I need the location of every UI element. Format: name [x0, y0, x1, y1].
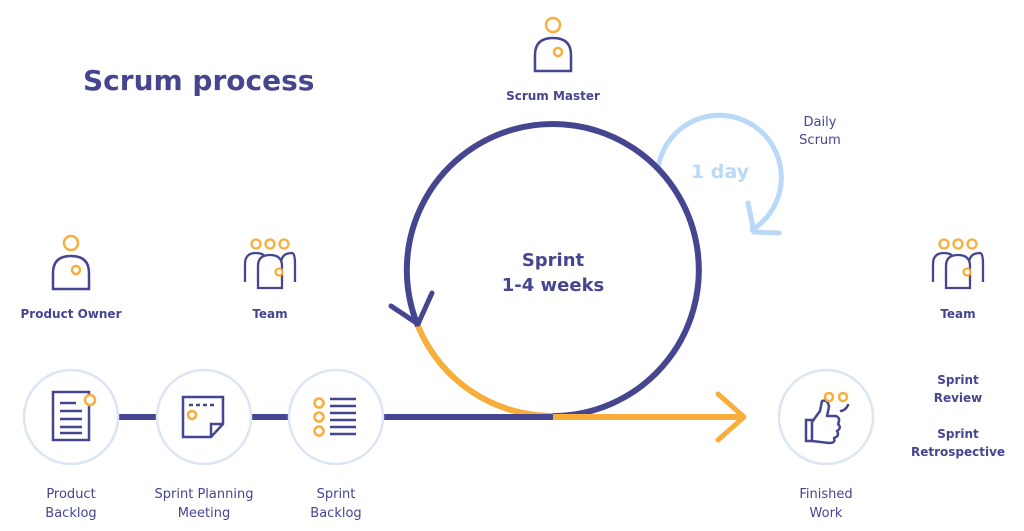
sprint-review-line2: Review: [934, 391, 983, 405]
scrum-master-label: Scrum Master: [506, 89, 600, 103]
daily-scrum-label-line1: Daily: [804, 115, 837, 130]
finished-work-circle: [777, 368, 875, 466]
sprint-label: Sprint: [522, 250, 585, 271]
product-backlog-label-line1: Product: [46, 487, 95, 502]
sprint-retrospective-line1: Sprint: [937, 427, 979, 441]
sprint-review-line1: Sprint: [937, 373, 979, 387]
sprint-planning-label-line2: Meeting: [178, 506, 230, 521]
sprint-backlog-circle: [287, 368, 385, 466]
sprint-backlog-label-line1: Sprint: [317, 487, 356, 502]
product-owner-icon: [51, 234, 91, 291]
daily-loop-arc: [655, 112, 784, 233]
sprint-circle-orange-arc: [415, 324, 554, 420]
product-backlog-circle: [22, 368, 120, 466]
sprint-planning-label-line1: Sprint Planning: [155, 487, 254, 502]
product-owner-label: Product Owner: [20, 307, 121, 321]
daily-scrum-label-line2: Scrum: [799, 133, 841, 148]
sprint-arrowhead: [388, 290, 435, 327]
sprint-backlog-label-line2: Backlog: [310, 506, 361, 521]
scrum-master-icon: [533, 16, 573, 73]
team-icon-right: [931, 238, 985, 290]
sprint-planning-circle: [155, 368, 253, 466]
daily-cycle-label: 1 day: [691, 161, 750, 183]
finished-work-label-line2: Work: [810, 506, 843, 521]
sticky-note-icon: [181, 395, 225, 439]
team-icon-left: [243, 238, 297, 290]
team-label-right: Team: [940, 307, 975, 321]
page-title: Scrum process: [83, 64, 314, 97]
checklist-icon: [313, 397, 356, 437]
sprint-circle-navy-arc: [403, 121, 702, 419]
document-icon: [51, 390, 97, 442]
sprint-duration-label: 1-4 weeks: [502, 275, 605, 296]
product-backlog-label-line2: Backlog: [45, 506, 96, 521]
timeline: [118, 391, 747, 443]
finished-arrowhead: [715, 391, 747, 443]
thumbs-up-icon: [804, 391, 850, 445]
finished-work-label-line1: Finished: [799, 487, 852, 502]
team-label-left: Team: [252, 307, 287, 321]
sprint-retrospective-line2: Retrospective: [911, 445, 1005, 459]
daily-loop-arrowhead: [745, 200, 782, 236]
daily-scrum-loop: [655, 112, 784, 236]
